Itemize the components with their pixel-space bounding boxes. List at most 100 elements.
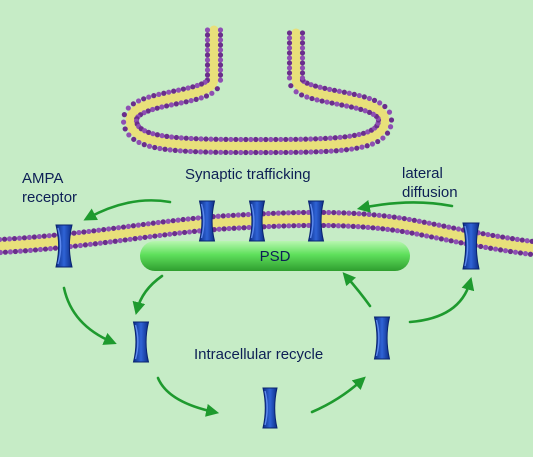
postsynaptic-membrane-lipid-head — [127, 236, 133, 242]
presynaptic-membrane-lipid-head — [366, 95, 372, 102]
presynaptic-membrane-lipid-head — [168, 102, 175, 108]
postsynaptic-membrane-lipid-head — [220, 213, 226, 219]
lateral-diffusion-label-line1: lateral — [402, 165, 443, 182]
presynaptic-membrane-lipid-head — [362, 108, 368, 114]
presynaptic-membrane-lipid-head — [208, 149, 214, 155]
presynaptic-membrane-lipid-head — [299, 70, 306, 76]
postsynaptic-membrane-lipid-head — [519, 237, 525, 243]
presynaptic-membrane-lipid-head — [293, 149, 299, 155]
presynaptic-membrane-lipid-head — [341, 89, 347, 95]
presynaptic-membrane-lipid-head — [299, 50, 306, 56]
arrow-recycle-up-to-psd — [342, 272, 372, 308]
postsynaptic-membrane-lipid-head — [46, 233, 52, 239]
presynaptic-membrane-lipid-head — [288, 149, 294, 155]
postsynaptic-membrane-lipid-head — [0, 249, 3, 256]
presynaptic-membrane-lipid-head — [193, 136, 199, 142]
postsynaptic-membrane-lipid-head — [436, 222, 442, 228]
postsynaptic-membrane-lipid-head — [361, 211, 367, 217]
postsynaptic-membrane-lipid-head — [495, 233, 501, 239]
postsynaptic-membrane-lipid-head — [335, 223, 342, 229]
postsynaptic-membrane-lipid-head — [290, 210, 297, 216]
presynaptic-membrane-lipid-head — [286, 75, 293, 81]
presynaptic-membrane-lipid-head — [286, 50, 293, 56]
postsynaptic-membrane-lipid-head — [485, 231, 491, 238]
presynaptic-membrane-lipid-head — [217, 72, 224, 78]
presynaptic-membrane-lipid-head — [188, 135, 194, 142]
postsynaptic-membrane-lipid-head — [321, 209, 327, 216]
postsynaptic-membrane-lipid-head — [51, 232, 57, 238]
presynaptic-membrane-lipid-head — [136, 139, 142, 146]
ampa-receptors — [55, 200, 480, 429]
presynaptic-membrane-lipid-head — [322, 135, 329, 142]
presynaptic-membrane-lipid-head — [204, 67, 211, 73]
presynaptic-membrane-lipid-head — [308, 136, 314, 142]
presynaptic-membrane-lipid-head — [203, 136, 209, 142]
presynaptic-membrane-lipid-head — [263, 136, 269, 143]
presynaptic-membrane-lipid-head — [324, 99, 330, 105]
presynaptic-membrane-lipid-head — [173, 101, 179, 107]
presynaptic-membrane-lipid-head — [217, 52, 224, 58]
presynaptic-membrane-lipid-head — [347, 133, 353, 139]
presynaptic-membrane-lipid-head — [178, 135, 184, 141]
postsynaptic-membrane-lipid-head — [106, 226, 112, 232]
presynaptic-membrane-lipid-head — [273, 149, 279, 156]
presynaptic-membrane-lipid-head — [327, 135, 333, 141]
postsynaptic-membrane-lipid-head — [438, 236, 444, 242]
presynaptic-membrane-lipid-head — [268, 149, 274, 156]
presynaptic-membrane-lipid-head — [299, 60, 306, 66]
postsynaptic-membrane-lipid-head — [37, 246, 44, 253]
presynaptic-membrane-lipid-head — [238, 149, 244, 156]
postsynaptic-membrane-lipid-head — [265, 210, 271, 217]
presynaptic-membrane-lipid-head — [223, 149, 229, 155]
postsynaptic-membrane-lipid-head — [280, 210, 287, 216]
presynaptic-membrane-lipid-head — [258, 149, 264, 156]
presynaptic-membrane-lipid-head — [197, 149, 204, 155]
postsynaptic-membrane-lipid-head — [110, 225, 117, 231]
postsynaptic-membrane-lipid-head — [500, 234, 506, 240]
presynaptic-membrane-lipid-head — [333, 148, 339, 154]
presynaptic-membrane-lipid-head — [286, 30, 293, 36]
postsynaptic-membrane-lipid-head — [391, 214, 397, 220]
presynaptic-membrane-lipid-head — [204, 42, 211, 48]
postsynaptic-membrane-lipid-head — [527, 251, 533, 257]
postsynaptic-membrane-lipid-head — [7, 249, 14, 255]
presynaptic-membrane-lipid-head — [312, 136, 319, 142]
presynaptic-membrane-lipid-head — [353, 105, 359, 111]
postsynaptic-membrane-lipid-head — [340, 223, 346, 229]
presynaptic-membrane-lipid-head — [361, 94, 367, 100]
presynaptic-membrane-lipid-head — [156, 91, 162, 97]
postsynaptic-membrane-lipid-head — [360, 224, 366, 230]
postsynaptic-membrane-lipid-head — [147, 234, 153, 240]
presynaptic-membrane-lipid-head — [384, 130, 391, 136]
presynaptic-membrane-lipid-head — [278, 149, 284, 156]
postsynaptic-membrane-lipid-head — [235, 212, 241, 218]
postsynaptic-membrane-lipid-head — [433, 235, 440, 241]
postsynaptic-membrane-lipid-head — [458, 240, 464, 246]
presynaptic-membrane-lipid-head — [178, 100, 184, 106]
postsynaptic-membrane-lipid-head — [21, 235, 28, 241]
presynaptic-membrane-lipid-head — [131, 136, 137, 142]
presynaptic-membrane-lipid-head — [203, 93, 210, 99]
postsynaptic-membrane-lipid-head — [102, 239, 108, 246]
presynaptic-membrane-lipid-head — [162, 146, 168, 152]
presynaptic-membrane-lipid-head — [217, 77, 224, 83]
presynaptic-membrane-lipid-head — [217, 67, 224, 73]
presynaptic-membrane-lipid-head — [299, 45, 306, 51]
postsynaptic-membrane-lipid-head — [419, 232, 425, 238]
presynaptic-membrane-lipid-head — [161, 90, 167, 96]
presynaptic-membrane-lipid-head — [169, 134, 175, 140]
postsynaptic-membrane-lipid-head — [22, 248, 29, 254]
presynaptic-membrane-lipid-head — [233, 136, 239, 143]
presynaptic-membrane-lipid-head — [329, 100, 335, 106]
postsynaptic-membrane-lipid-head — [421, 219, 427, 225]
postsynaptic-membrane-lipid-head — [167, 231, 173, 237]
presynaptic-membrane-lipid-head — [228, 136, 234, 143]
presynaptic-membrane-lipid-head — [377, 100, 383, 106]
postsynaptic-membrane-lipid-head — [221, 226, 227, 232]
presynaptic-membrane-lipid-head — [336, 88, 342, 94]
presynaptic-membrane-lipid-head — [173, 134, 180, 141]
presynaptic-membrane-lipid-head — [303, 136, 309, 142]
postsynaptic-membrane-lipid-head — [71, 230, 77, 236]
postsynaptic-membrane-lipid-head — [522, 251, 529, 257]
postsynaptic-membrane-lipid-head — [87, 241, 93, 247]
